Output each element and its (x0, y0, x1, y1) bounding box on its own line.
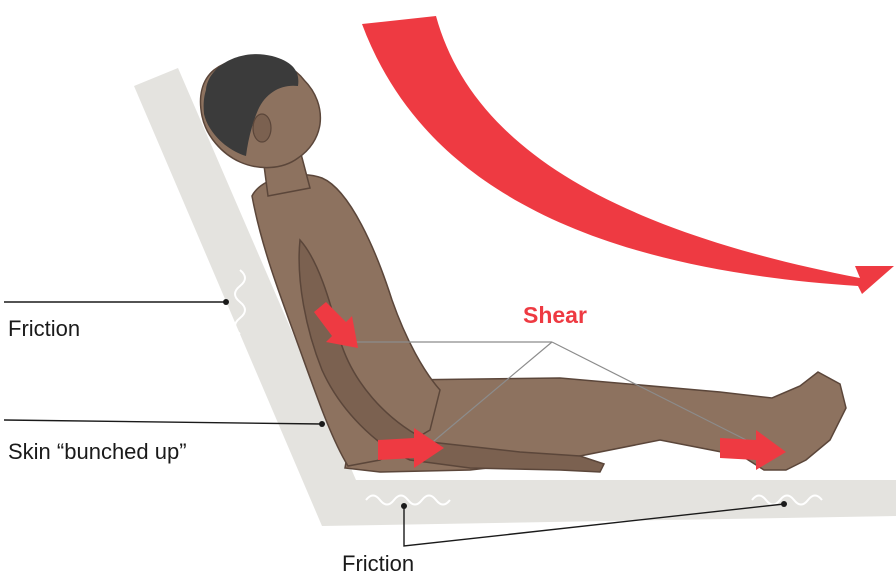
shear-curved-arrow (362, 16, 894, 294)
person-ear (253, 114, 271, 142)
label-friction-backrest: Friction (8, 318, 80, 340)
label-shear: Shear (523, 304, 587, 327)
label-friction-base: Friction (342, 553, 414, 575)
label-skin-bunched-up: Skin “bunched up” (8, 441, 187, 463)
